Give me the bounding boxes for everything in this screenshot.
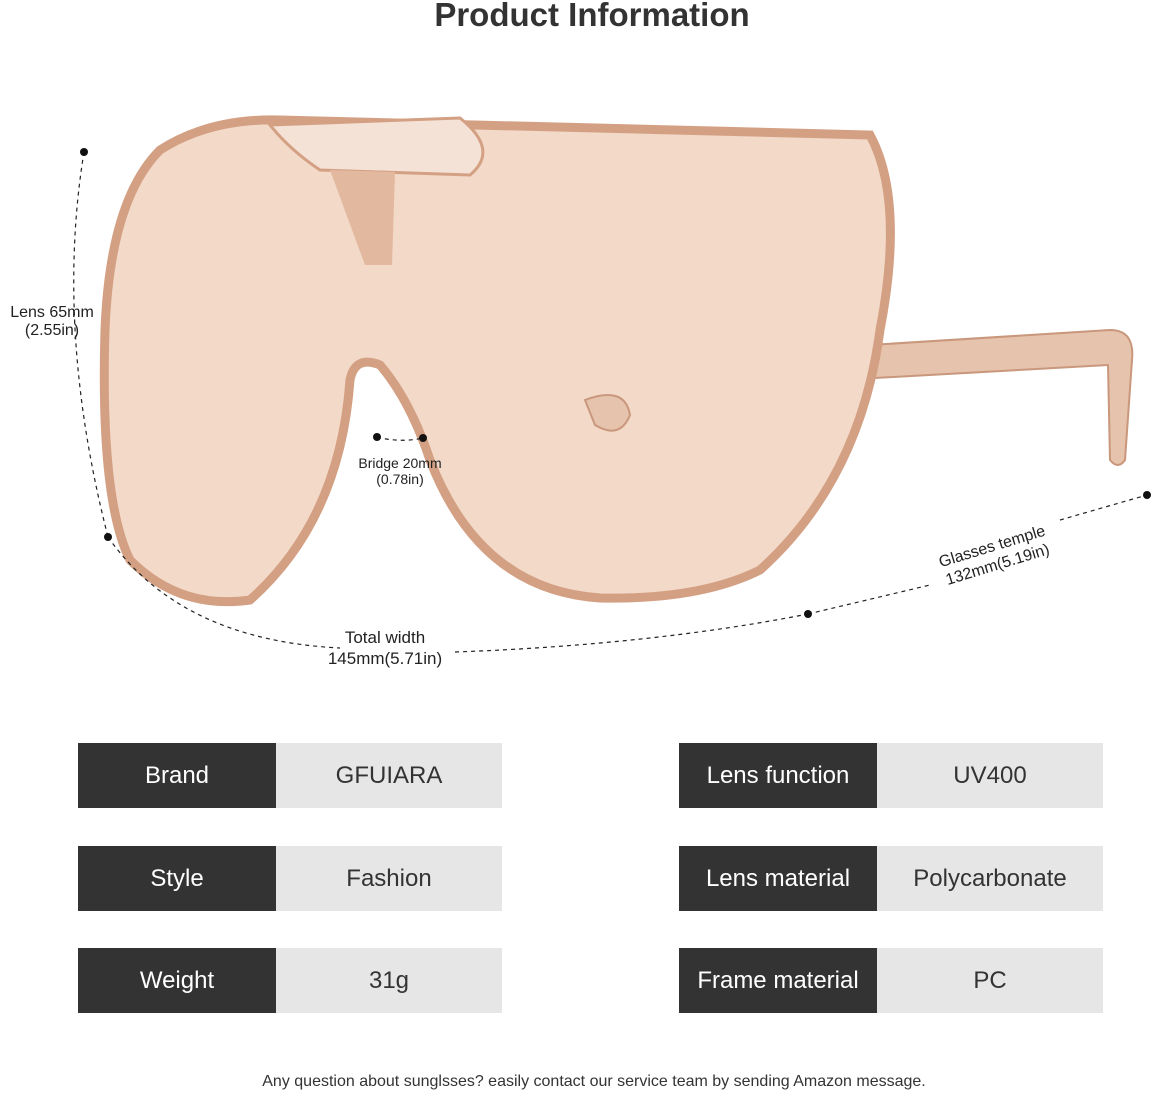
spec-value: 31g: [276, 948, 502, 1013]
total-width-size-in: 145mm(5.71in): [327, 649, 443, 668]
spec-label: Style: [78, 846, 276, 911]
spec-row-brand: Brand GFUIARA: [78, 743, 502, 808]
total-width-size: Total width: [344, 628, 426, 647]
bridge-size: Bridge 20mm: [358, 455, 442, 471]
spec-value: PC: [877, 948, 1103, 1013]
spec-row-style: Style Fashion: [78, 846, 502, 911]
lens-dimension-label: Lens 65mm (2.55in): [0, 304, 104, 340]
spec-value: UV400: [877, 743, 1103, 808]
bridge-dimension-label: Bridge 20mm (0.78in): [350, 455, 450, 487]
page-title: Product Information: [434, 0, 750, 33]
sunglasses-image: [73, 115, 1151, 653]
spec-label: Weight: [78, 948, 276, 1013]
footer-note: Any question about sunglsses? easily con…: [262, 1073, 926, 1090]
spec-row-weight: Weight 31g: [78, 948, 502, 1013]
spec-label: Lens function: [679, 743, 877, 808]
bridge-size-in: (0.78in): [376, 471, 424, 487]
total-width-label: Total width 145mm(5.71in): [310, 627, 460, 669]
spec-value: Polycarbonate: [877, 846, 1103, 911]
spec-label: Brand: [78, 743, 276, 808]
spec-row-lens-material: Lens material Polycarbonate: [679, 846, 1103, 911]
spec-row-frame-material: Frame material PC: [679, 948, 1103, 1013]
spec-row-lens-function: Lens function UV400: [679, 743, 1103, 808]
spec-value: Fashion: [276, 846, 502, 911]
lens-size-in: (2.55in): [24, 322, 80, 339]
lens-size: Lens 65mm: [10, 304, 94, 321]
spec-label: Lens material: [679, 846, 877, 911]
spec-value: GFUIARA: [276, 743, 502, 808]
spec-label: Frame material: [679, 948, 877, 1013]
